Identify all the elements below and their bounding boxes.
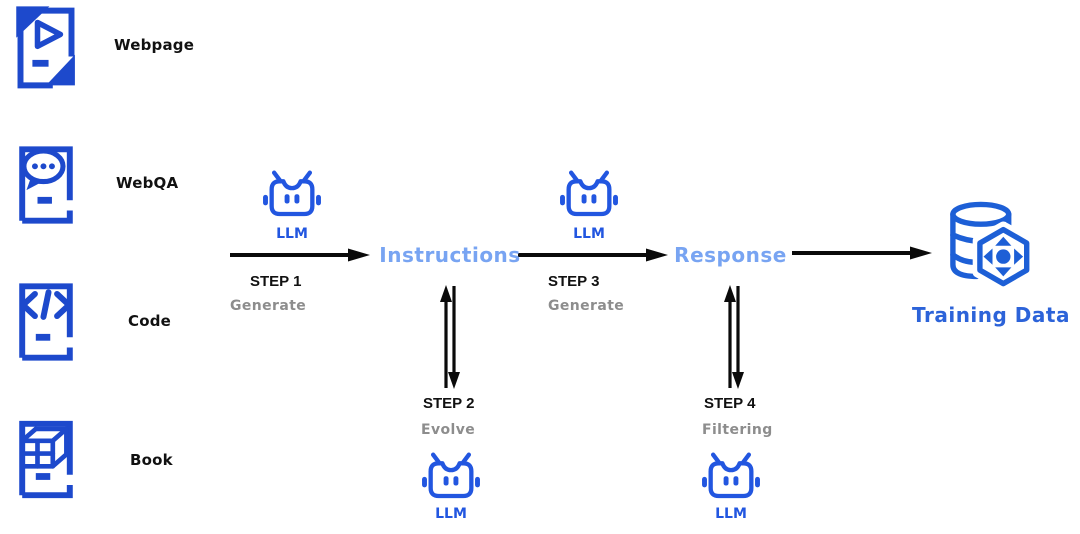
step3-action: Generate <box>548 298 625 314</box>
arrow-step3-icon <box>518 248 668 262</box>
node-response: Response <box>674 243 787 267</box>
step1-action: Generate <box>230 298 307 314</box>
source-label-book: Book <box>130 451 173 469</box>
chat-page-icon <box>12 139 80 231</box>
llm-robot-icon <box>558 169 620 222</box>
source-label-webqa: WebQA <box>116 174 179 192</box>
llm-label: LLM <box>435 506 467 522</box>
step2-action: Evolve <box>421 422 476 438</box>
llm-robot-icon <box>420 451 482 504</box>
source-label-webpage: Webpage <box>114 36 195 54</box>
llm-label: LLM <box>573 226 605 242</box>
exchange-arrows-step2-icon <box>437 284 463 390</box>
source-label-code: Code <box>128 312 172 330</box>
step4-action: Filtering <box>702 422 773 438</box>
webpage-play-icon <box>12 2 80 94</box>
arrow-output-icon <box>792 246 932 260</box>
exchange-arrows-step4-icon <box>721 284 747 390</box>
node-instructions: Instructions <box>379 243 521 267</box>
llm-robot-icon <box>700 451 762 504</box>
llm-robot-icon <box>261 169 323 222</box>
llm-label: LLM <box>715 506 747 522</box>
training-data-label: Training Data <box>912 303 1070 327</box>
step4-name: STEP 4 <box>704 395 756 412</box>
llm-label: LLM <box>276 226 308 242</box>
cube-page-icon <box>12 412 80 507</box>
database-icon <box>943 198 1033 290</box>
code-page-icon <box>12 276 80 368</box>
step3-name: STEP 3 <box>548 273 600 290</box>
arrow-step1-icon <box>230 248 370 262</box>
step1-name: STEP 1 <box>250 273 302 290</box>
step2-name: STEP 2 <box>423 395 475 412</box>
